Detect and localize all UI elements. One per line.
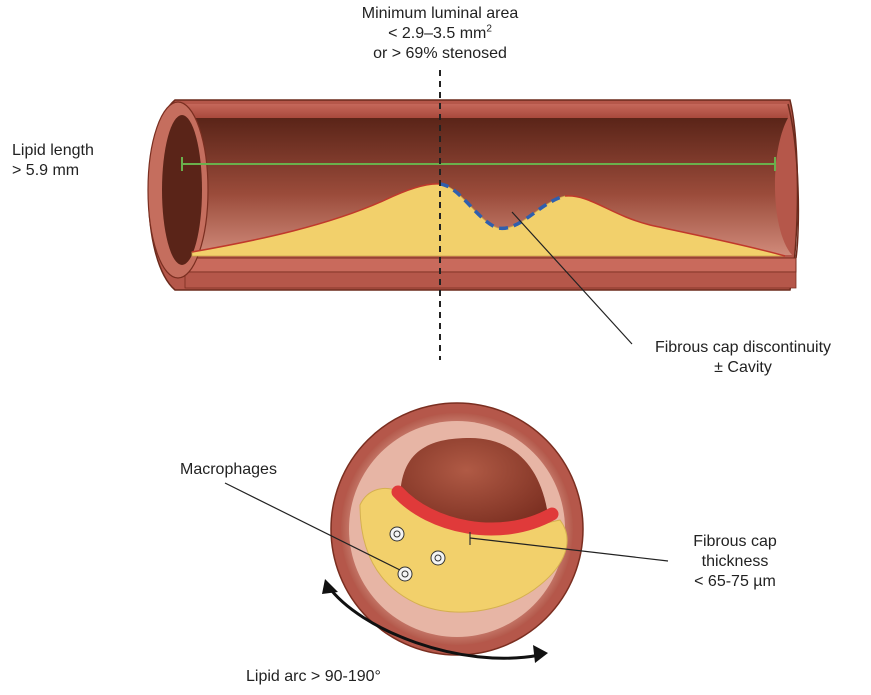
lipid-arc-label: Lipid arc > 90-190°: [246, 667, 381, 687]
lipid-length-label: Lipid length > 5.9 mm: [12, 141, 94, 181]
vessel-bottom-wall: [182, 258, 796, 272]
lipid-length-line2: > 5.9 mm: [12, 161, 94, 181]
macrophages-label: Macrophages: [180, 460, 277, 480]
fct-line3: < 65-75 µm: [660, 572, 810, 592]
fibrous-cap-discontinuity-label: Fibrous cap discontinuity ± Cavity: [623, 338, 863, 378]
mla-line3: or > 69% stenosed: [300, 44, 580, 64]
vessel-top-wall: [178, 104, 788, 118]
vessel-cross-section: [331, 403, 583, 655]
fct-line2: thickness: [660, 552, 810, 572]
fibrous-cap-thickness-label: Fibrous cap thickness < 65-75 µm: [660, 532, 810, 592]
vessel-longitudinal: [148, 100, 798, 290]
lipid-length-line1: Lipid length: [12, 141, 94, 161]
mla-line1: Minimum luminal area: [300, 4, 580, 24]
mla-line2: < 2.9–3.5 mm2: [300, 24, 580, 44]
mla-label: Minimum luminal area < 2.9–3.5 mm2 or > …: [300, 4, 580, 64]
fcd-line1: Fibrous cap discontinuity: [623, 338, 863, 358]
fct-line1: Fibrous cap: [660, 532, 810, 552]
fcd-line2: ± Cavity: [623, 358, 863, 378]
